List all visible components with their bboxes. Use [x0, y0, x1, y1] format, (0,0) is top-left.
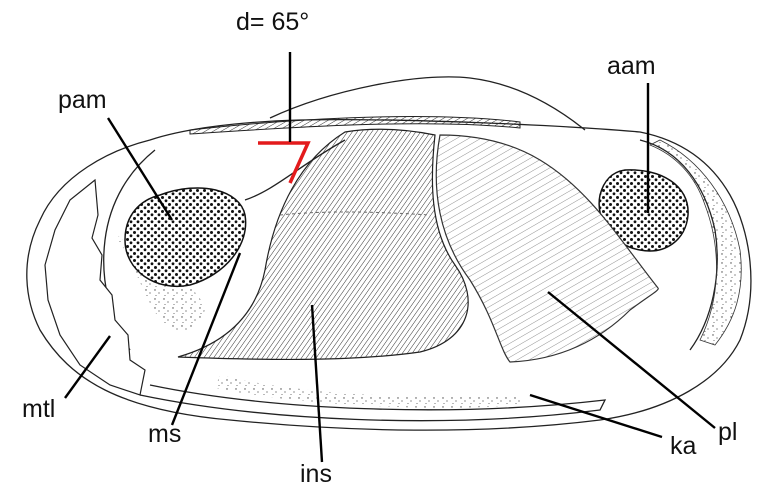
- label-mtl: mtl: [22, 395, 55, 423]
- ventral-stipple: [215, 375, 525, 408]
- label-ms: ms: [148, 420, 181, 448]
- label-angle: d= 65°: [236, 8, 309, 36]
- label-pl: pl: [718, 418, 737, 446]
- label-pam: pam: [58, 86, 107, 114]
- label-aam: aam: [607, 52, 656, 80]
- pam-scar: [125, 188, 246, 286]
- label-ins: ins: [300, 460, 332, 488]
- label-ka: ka: [670, 432, 697, 460]
- pl-region: [436, 135, 658, 362]
- left-jagged-margin: [45, 180, 145, 395]
